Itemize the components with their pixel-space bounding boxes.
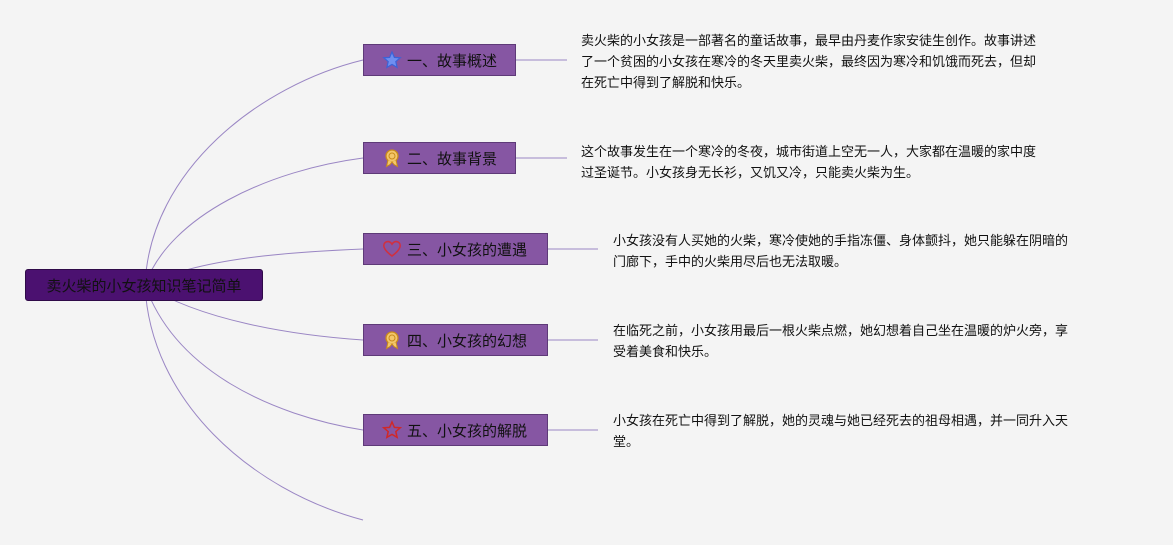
branch-label: 五、小女孩的解脱 <box>407 421 528 440</box>
branch-girl-release[interactable]: 五、小女孩的解脱 <box>363 414 548 446</box>
branch-girl-encounter[interactable]: 三、小女孩的遭遇 <box>363 233 548 265</box>
desc-girl-release: 小女孩在死亡中得到了解脱，她的灵魂与她已经死去的祖母相遇，并一同升入天 堂。 <box>613 411 1068 453</box>
desc-line: 这个故事发生在一个寒冷的冬夜，城市街道上空无一人，大家都在温暖的家中度 <box>581 145 1037 160</box>
desc-story-background: 这个故事发生在一个寒冷的冬夜，城市街道上空无一人，大家都在温暖的家中度 过圣诞节… <box>581 142 1036 184</box>
connector-2 <box>144 157 364 286</box>
root-topic[interactable]: 卖火柴的小女孩知识笔记简单 <box>25 269 263 301</box>
desc-girl-fantasy: 在临死之前，小女孩用最后一根火柴点燃，她幻想着自己坐在温暖的炉火旁，享 受着美食… <box>613 321 1068 363</box>
award-ribbon-icon <box>382 330 402 350</box>
branch-story-overview[interactable]: 一、故事概述 <box>363 44 516 76</box>
desc-line: 小女孩没有人买她的火柴，寒冷使她的手指冻僵、身体颤抖，她只能躲在阴暗的 <box>613 234 1069 249</box>
branch-label: 三、小女孩的遭遇 <box>407 240 528 259</box>
branch-label: 二、故事背景 <box>407 149 498 168</box>
desc-line: 受着美食和快乐。 <box>613 345 718 360</box>
root-topic-label: 卖火柴的小女孩知识笔记简单 <box>46 276 242 295</box>
branch-story-background[interactable]: 二、故事背景 <box>363 142 516 174</box>
desc-line: 过圣诞节。小女孩身无长衫，又饥又冷，只能卖火柴为生。 <box>581 166 920 181</box>
branch-label: 一、故事概述 <box>407 51 498 70</box>
desc-line: 在死亡中得到了解脱和快乐。 <box>581 76 751 91</box>
desc-line: 门廊下，手中的火柴用尽后也无法取暖。 <box>613 255 848 270</box>
desc-line: 卖火柴的小女孩是一部著名的童话故事，最早由丹麦作家安徒生创作。故事讲述 <box>581 34 1037 49</box>
connector-1 <box>144 59 364 286</box>
connector-5 <box>144 284 364 431</box>
heart-icon <box>382 239 402 259</box>
branch-girl-fantasy[interactable]: 四、小女孩的幻想 <box>363 324 548 356</box>
branch-label: 四、小女孩的幻想 <box>407 331 528 350</box>
desc-story-overview: 卖火柴的小女孩是一部著名的童话故事，最早由丹麦作家安徒生创作。故事讲述 了一个贫… <box>581 31 1036 94</box>
desc-girl-encounter: 小女孩没有人买她的火柴，寒冷使她的手指冻僵、身体颤抖，她只能躲在阴暗的 门廊下，… <box>613 231 1068 273</box>
connector-6 <box>144 284 364 521</box>
award-ribbon-icon <box>382 148 402 168</box>
desc-line: 小女孩在死亡中得到了解脱，她的灵魂与她已经死去的祖母相遇，并一同升入天 <box>613 414 1069 429</box>
desc-line: 堂。 <box>613 435 640 450</box>
desc-line: 了一个贫困的小女孩在寒冷的冬天里卖火柴，最终因为寒冷和饥饿而死去，但却 <box>581 55 1037 70</box>
star-icon <box>382 50 402 70</box>
desc-line: 在临死之前，小女孩用最后一根火柴点燃，她幻想着自己坐在温暖的炉火旁，享 <box>613 324 1069 339</box>
star-outline-icon <box>382 420 402 440</box>
